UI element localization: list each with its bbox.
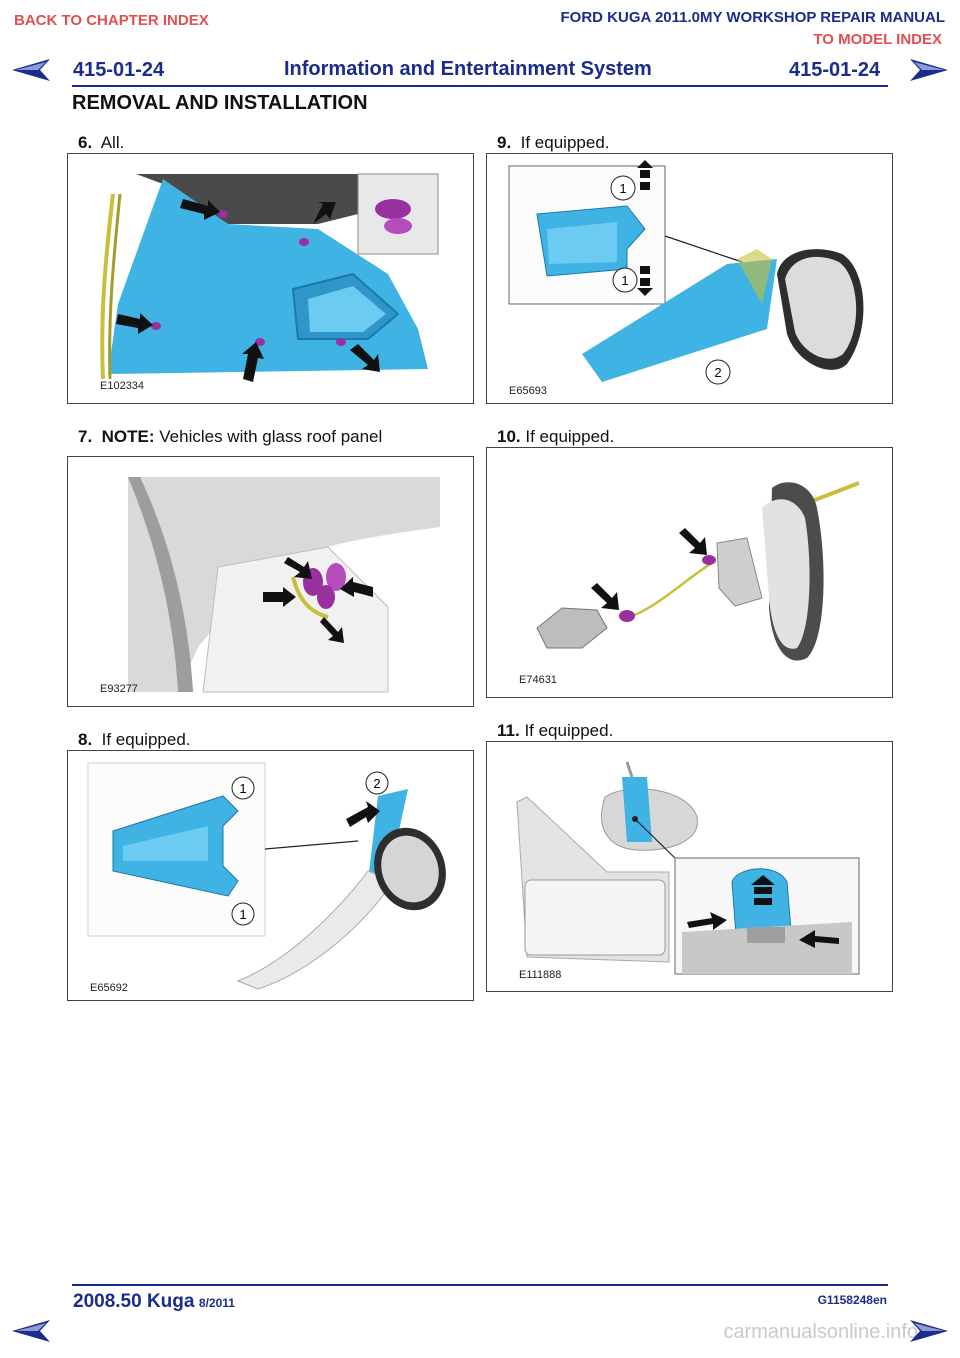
footer-document-code: G1158248en: [817, 1293, 887, 1307]
figure-code: E111888: [519, 969, 561, 981]
figure-e65693: 1 1 2 E65693: [486, 153, 893, 404]
step-11: 11. If equipped.: [497, 721, 614, 740]
page-number-left: 415-01-24: [73, 59, 165, 81]
step-10: 10. If equipped.: [497, 427, 615, 446]
figure-code: E93277: [100, 683, 138, 695]
svg-text:1: 1: [619, 181, 626, 196]
figure-e93277: E93277: [67, 456, 474, 707]
figure-e111888: E111888: [486, 741, 893, 992]
svg-text:2: 2: [373, 776, 380, 791]
step-9: 9. If equipped.: [497, 133, 610, 152]
svg-text:1: 1: [239, 907, 246, 922]
page-title: Information and Entertainment System: [284, 58, 652, 80]
watermark: carmanualsonline.info: [723, 1321, 918, 1343]
figure-code: E74631: [519, 674, 557, 686]
svg-text:1: 1: [239, 781, 246, 796]
figure-code: E65693: [509, 385, 547, 397]
figure-code: E65692: [90, 982, 128, 994]
next-page-icon[interactable]: [910, 1320, 948, 1342]
next-page-icon[interactable]: [910, 59, 948, 81]
footer-model-info: 2008.50 Kuga 8/2011: [73, 1291, 235, 1312]
step-8: 8. If equipped.: [78, 730, 191, 749]
figure-e65692: 1 2 1 E65692: [67, 750, 474, 1001]
svg-text:2: 2: [714, 365, 721, 380]
figure-code: E102334: [100, 380, 144, 392]
to-model-index-link[interactable]: TO MODEL INDEX: [813, 31, 942, 48]
header-rule: [72, 85, 888, 87]
back-to-chapter-index-link[interactable]: BACK TO CHAPTER INDEX: [14, 12, 209, 29]
previous-page-icon[interactable]: [12, 59, 50, 81]
step-7: 7. NOTE: Vehicles with glass roof panel: [78, 427, 383, 446]
section-heading: REMOVAL AND INSTALLATION: [72, 92, 368, 114]
figure-e102334: E102334: [67, 153, 474, 404]
figure-e74631: E74631: [486, 447, 893, 698]
page-number-right: 415-01-24: [789, 59, 881, 81]
manual-title: FORD KUGA 2011.0MY WORKSHOP REPAIR MANUA…: [560, 9, 946, 26]
svg-text:1: 1: [621, 273, 628, 288]
footer-rule: [72, 1284, 888, 1286]
previous-page-icon[interactable]: [12, 1320, 50, 1342]
step-6: 6. All.: [78, 133, 125, 152]
